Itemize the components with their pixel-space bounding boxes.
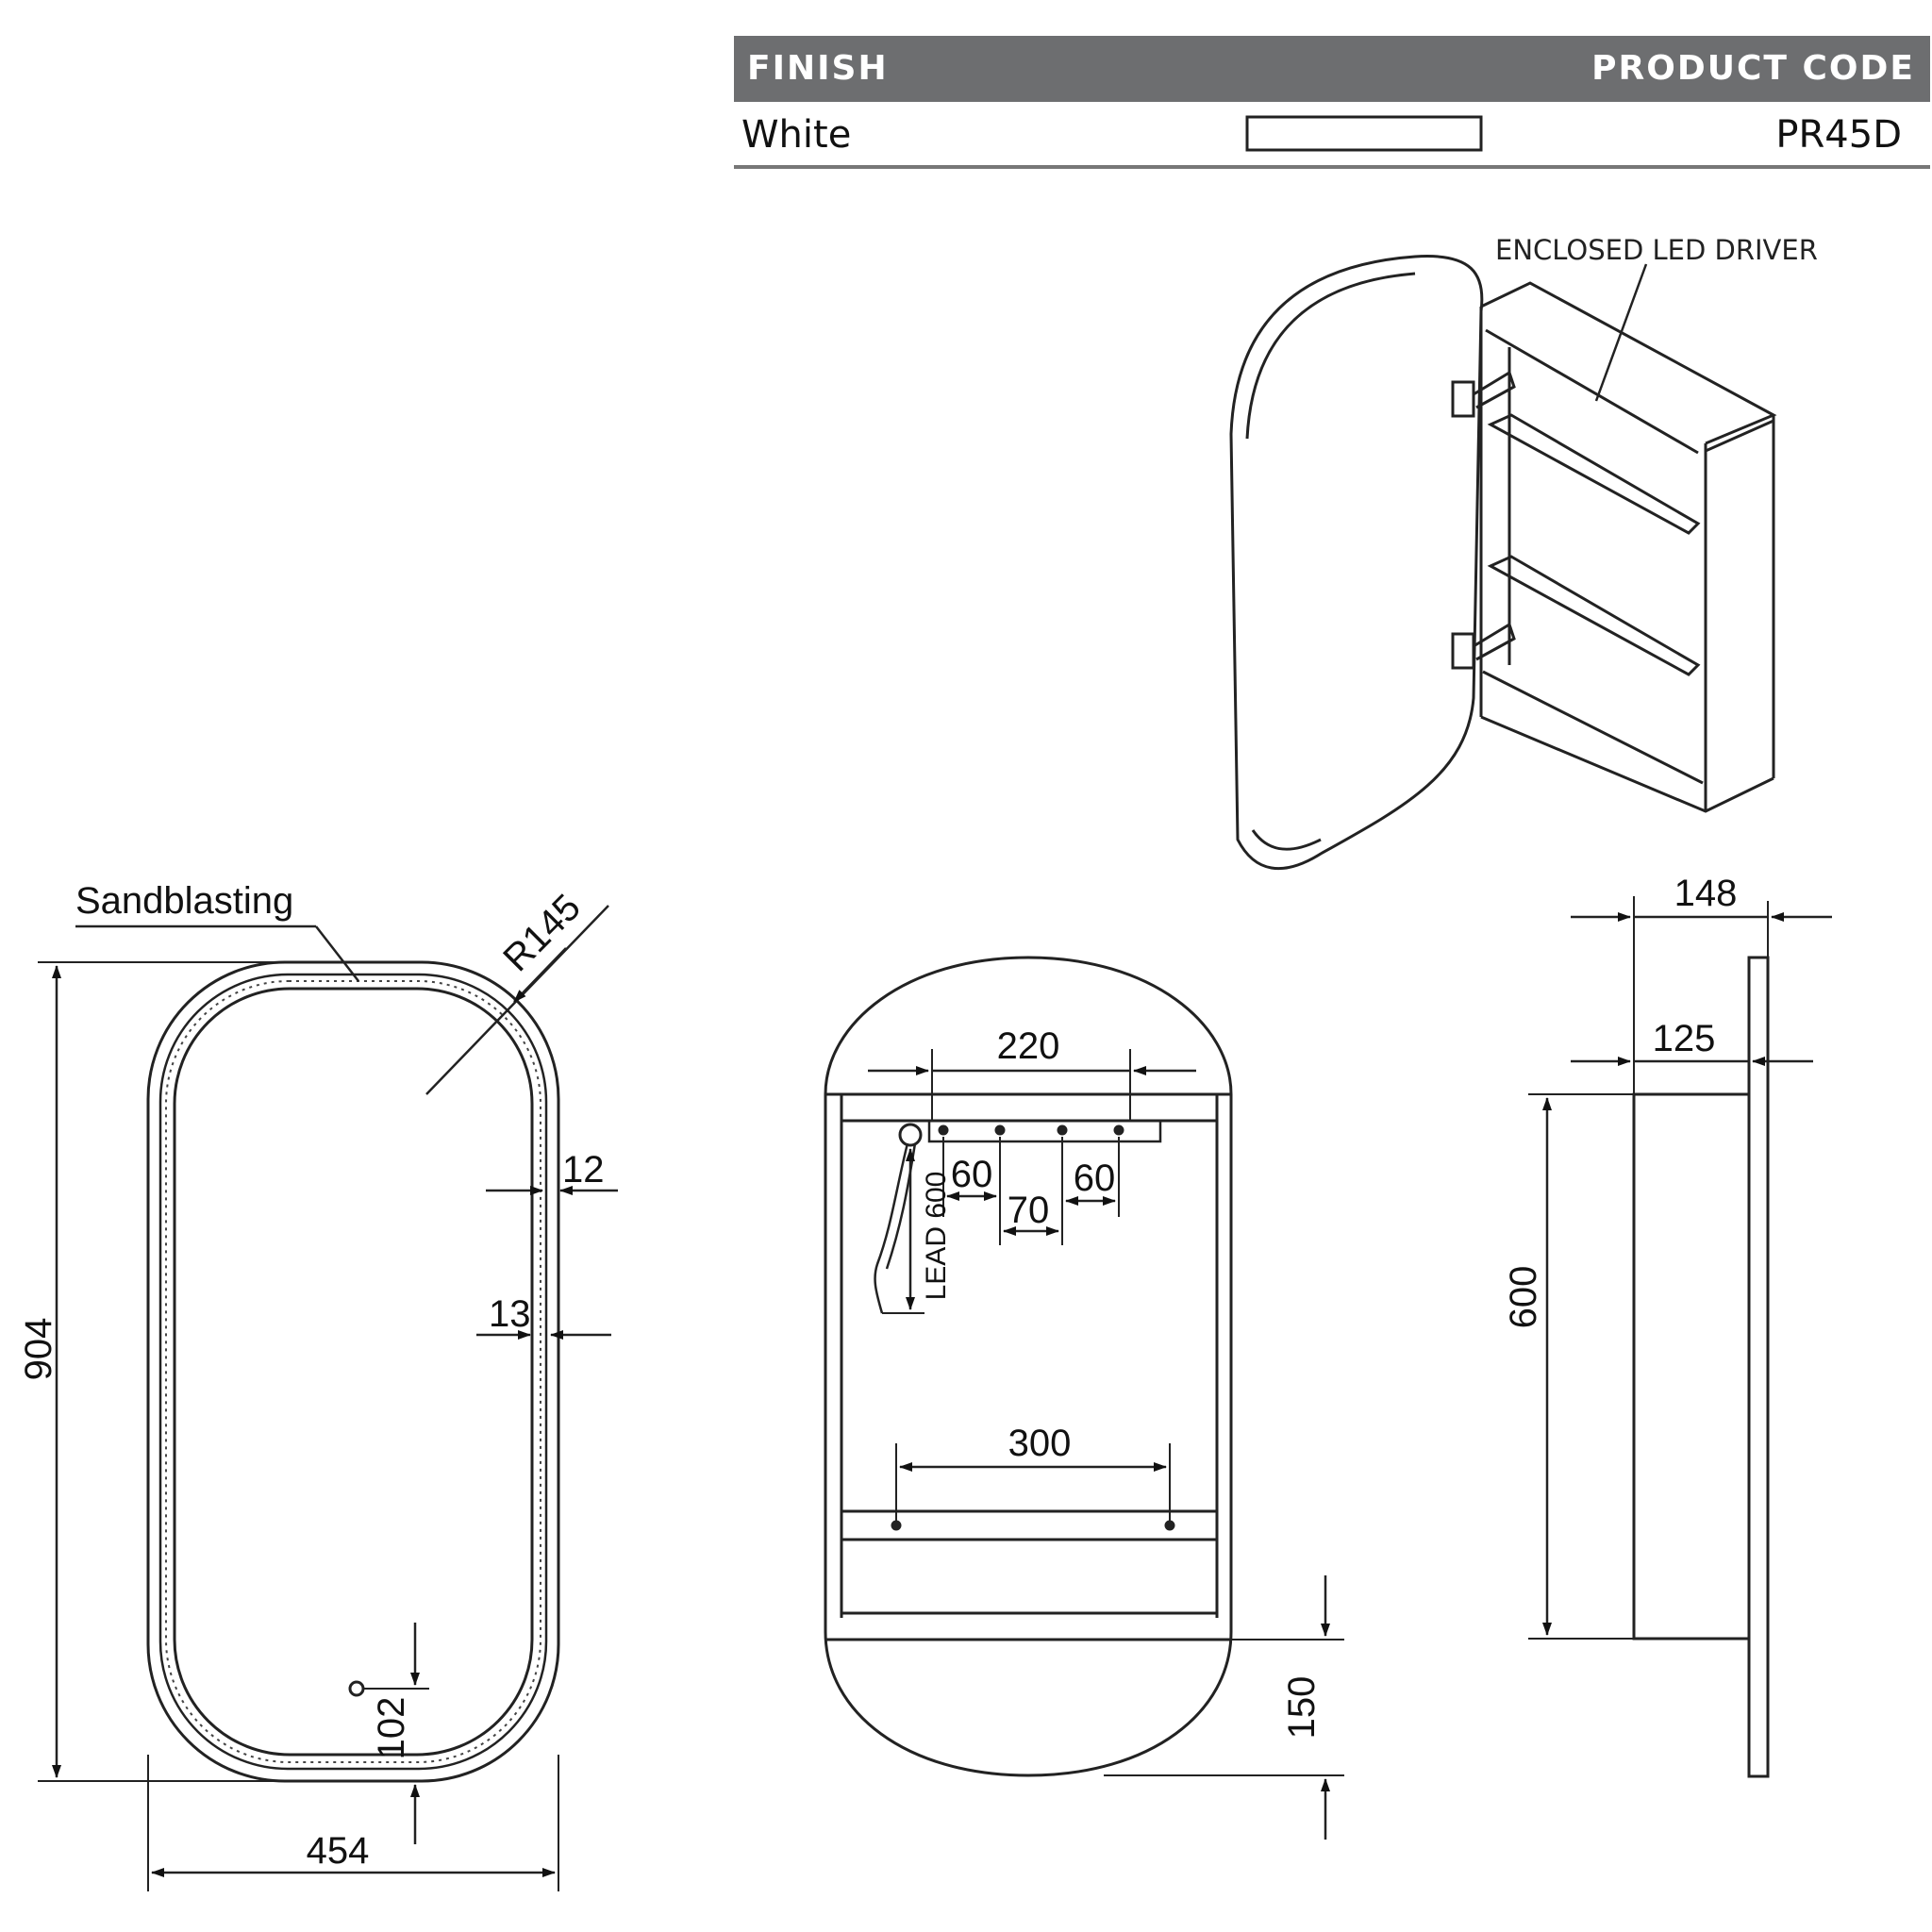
side-view: 148 125 600 — [1503, 873, 1832, 1778]
cabinet-inner-bottom — [1482, 670, 1704, 785]
mirror-frame — [158, 973, 548, 1771]
product-code-value: PR45D — [1775, 113, 1902, 157]
radius-value: R145 — [495, 887, 589, 980]
finish-white: White — [741, 113, 851, 157]
mirror-outer — [146, 960, 560, 1783]
body-height-value: 600 — [1503, 1266, 1544, 1329]
table-header-bar — [734, 36, 1930, 102]
hinge-lower-arm — [1473, 622, 1516, 661]
body-depth-value: 125 — [1653, 1018, 1716, 1059]
header-finish: FINISH — [747, 49, 889, 88]
side-body — [1632, 1092, 1751, 1641]
callout-leader — [1594, 263, 1648, 402]
sensor-height-value: 102 — [371, 1697, 412, 1760]
cabinet-top — [1480, 281, 1777, 445]
hinge-upper-arm — [1473, 370, 1516, 409]
hinge-lower — [1451, 632, 1475, 670]
side-mirror-panel — [1747, 956, 1770, 1778]
mirror-glass — [173, 987, 534, 1757]
bottom-offset-value: 150 — [1281, 1676, 1323, 1740]
door-inner-edge — [1245, 272, 1416, 440]
cabinet-rear-edge — [1704, 419, 1774, 454]
inner-outline — [824, 956, 1233, 1777]
hole-gap-left-value: 60 — [951, 1154, 993, 1195]
finish-table: FINISH PRODUCT CODE White PR45D — [734, 36, 1930, 169]
cable-entry — [898, 1123, 923, 1147]
mount-hole-5 — [891, 1520, 902, 1531]
border-outer-value: 12 — [562, 1149, 605, 1191]
hole-gap-right-value: 60 — [1074, 1158, 1116, 1199]
sandblasting-leader — [315, 925, 359, 982]
hinge-upper — [1451, 380, 1475, 418]
mount-hole-3 — [1057, 1124, 1068, 1136]
mount-hole-6 — [1164, 1520, 1175, 1531]
inner-dimensions: 220 60 70 60 LEAD 600 300 150 — [868, 1025, 1344, 1840]
front-view: Sandblasting R145 904 454 12 13 102 — [18, 880, 618, 1891]
bottom-width-value: 300 — [1008, 1423, 1072, 1464]
width-value: 454 — [307, 1830, 370, 1872]
overall-depth-value: 148 — [1674, 873, 1738, 914]
mount-hole-1 — [938, 1124, 949, 1136]
header-product-code: PRODUCT CODE — [1591, 49, 1915, 88]
shelf-lower — [1487, 555, 1701, 676]
sandblasting-label: Sandblasting — [75, 880, 293, 922]
led-driver-box — [927, 1119, 1162, 1143]
cabinet-bottom — [1480, 715, 1774, 813]
lead-value: LEAD 600 — [921, 1172, 952, 1301]
white-swatch — [1245, 115, 1483, 152]
inner-view — [824, 956, 1233, 1777]
hole-gap-mid-value: 70 — [1008, 1190, 1050, 1231]
top-width-value: 220 — [997, 1025, 1060, 1067]
door-inner-bottom — [1251, 829, 1322, 851]
isometric-view: ENCLOSED LED DRIVER — [1229, 234, 1818, 870]
cabinet-inner-top — [1485, 328, 1699, 455]
power-lead — [874, 1142, 909, 1314]
height-value: 904 — [18, 1318, 59, 1381]
enclosed-led-driver-label: ENCLOSED LED DRIVER — [1495, 234, 1818, 266]
mount-hole-4 — [1113, 1124, 1124, 1136]
mount-hole-2 — [994, 1124, 1006, 1136]
touch-sensor-icon — [348, 1680, 365, 1697]
sandblast-band — [165, 980, 541, 1763]
border-inner-value: 13 — [489, 1293, 531, 1335]
radius-arrow — [513, 947, 567, 1003]
door-outline — [1229, 255, 1484, 870]
shelf-upper — [1487, 413, 1701, 535]
